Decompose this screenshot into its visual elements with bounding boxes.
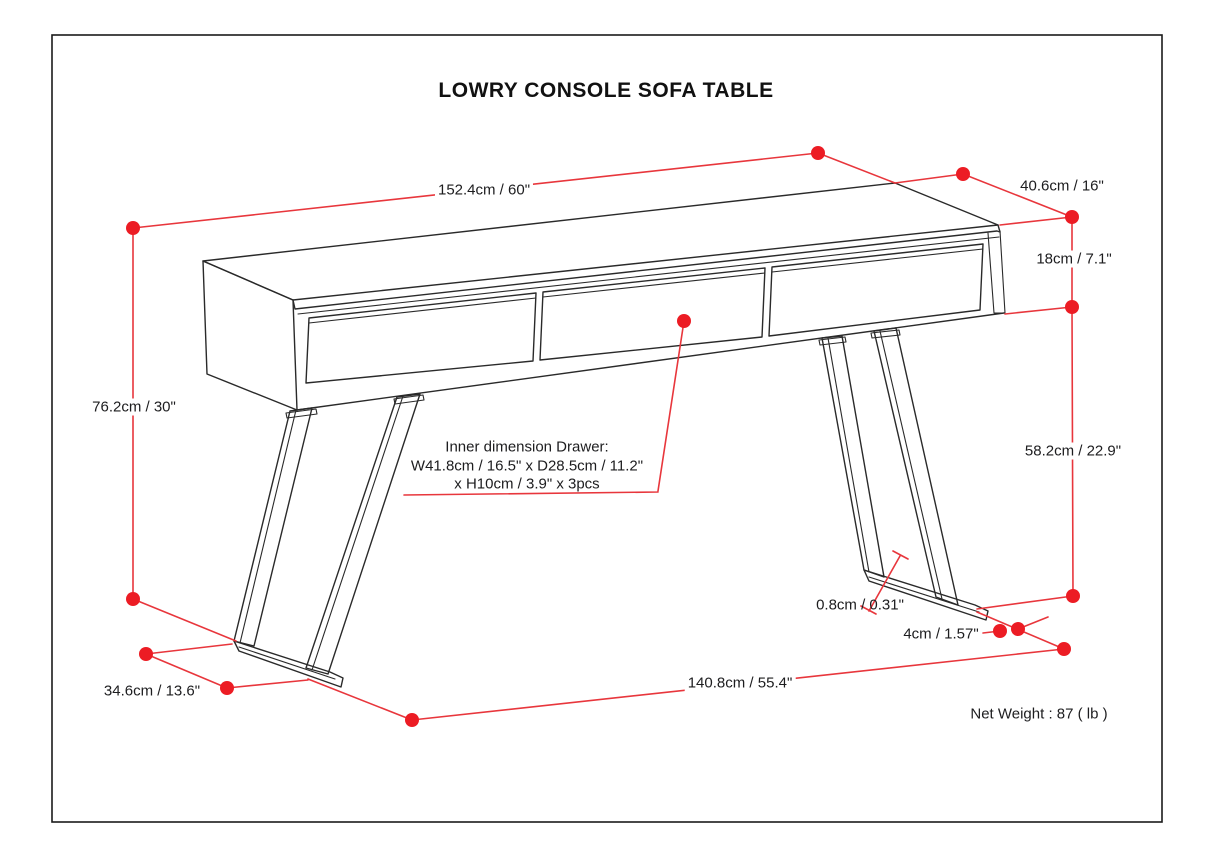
dim-label-leg-height: 58.2cm / 22.9" bbox=[1021, 442, 1125, 460]
right-rear-leg-inner-line bbox=[827, 337, 870, 573]
dimension-dot bbox=[1066, 589, 1080, 603]
dimension-dot bbox=[126, 221, 140, 235]
dimension-dot bbox=[1011, 622, 1025, 636]
drawer-pointer-dot bbox=[677, 314, 691, 328]
left-foot-runner bbox=[233, 640, 344, 688]
dimension-dot bbox=[993, 624, 1007, 638]
dimension-dot bbox=[1057, 642, 1071, 656]
right-rear-leg-bar bbox=[821, 335, 885, 578]
dim-label-base-width: 140.8cm / 55.4" bbox=[684, 674, 796, 692]
page-border bbox=[51, 34, 1163, 823]
drawer-top-reveals bbox=[308, 248, 984, 324]
apron-bottom-edge bbox=[296, 312, 1005, 411]
overall-height-leader bbox=[132, 598, 237, 642]
drawer-front-1 bbox=[305, 292, 537, 384]
dim-label-overall-height: 76.2cm / 30" bbox=[89, 398, 179, 416]
dim-label-apron-height: 18cm / 7.1" bbox=[1033, 250, 1115, 268]
apron-top-edge bbox=[297, 236, 1000, 315]
base-depth-dimension-lines bbox=[145, 643, 309, 689]
dim-label-top-depth: 40.6cm / 16" bbox=[1017, 177, 1107, 195]
dimension-dot bbox=[1065, 210, 1079, 224]
left-rear-leg-bar bbox=[233, 407, 313, 647]
left-front-leg-inner-line bbox=[311, 395, 404, 671]
dim-label-base-depth: 34.6cm / 13.6" bbox=[103, 682, 201, 700]
top-depth-leader bbox=[999, 216, 1073, 226]
dimension-dot bbox=[1065, 300, 1079, 314]
right-leg-mounting-plates bbox=[818, 329, 901, 346]
dimension-dot bbox=[126, 592, 140, 606]
drawer-note-line-2: W41.8cm / 16.5" x D28.5cm / 11.2" bbox=[410, 456, 644, 474]
dimension-dot bbox=[139, 647, 153, 661]
dim-label-top-width: 152.4cm / 60" bbox=[434, 181, 534, 199]
right-end-panel bbox=[987, 230, 1006, 314]
tabletop-top-face bbox=[202, 182, 999, 301]
right-foot-inner-line bbox=[868, 576, 980, 613]
base-width-left-leader bbox=[307, 678, 413, 721]
leg-height-leader bbox=[976, 595, 1074, 610]
left-leg-mounting-plates bbox=[285, 394, 425, 419]
dim-label-leg-width: 4cm / 1.57" bbox=[903, 625, 979, 643]
dim-label-leg-thickness: 0.8cm / 0.31" bbox=[816, 596, 904, 614]
dimension-points bbox=[126, 146, 1080, 727]
drawer-inner-dimension-note: Inner dimension Drawer: W41.8cm / 16.5" … bbox=[411, 438, 643, 494]
net-weight-label: Net Weight : 87 ( lb ) bbox=[970, 705, 1108, 723]
drawer-front-2 bbox=[539, 267, 766, 361]
right-front-leg-bar bbox=[873, 327, 959, 606]
dimension-dot bbox=[220, 681, 234, 695]
drawer-note-line-3: x H10cm / 3.9" x 3pcs bbox=[454, 475, 600, 493]
left-end-panel bbox=[202, 260, 298, 411]
right-front-leg-inner-line bbox=[879, 330, 943, 600]
dimension-dot bbox=[956, 167, 970, 181]
top-width-leader bbox=[817, 152, 896, 184]
page-title: LOWRY CONSOLE SOFA TABLE bbox=[438, 79, 774, 102]
leg-thickness-marker bbox=[860, 550, 909, 615]
drawer-note-pointer-line bbox=[403, 320, 685, 496]
left-front-leg-bar bbox=[305, 393, 421, 675]
tabletop-slab-edge bbox=[292, 224, 1001, 310]
apron-bottom-leader bbox=[1004, 306, 1073, 315]
drawer-front-3 bbox=[768, 243, 984, 337]
left-rear-leg-inner-line bbox=[239, 409, 297, 644]
left-foot-inner-line bbox=[238, 646, 336, 680]
dimension-dot bbox=[405, 713, 419, 727]
dimension-dot bbox=[811, 146, 825, 160]
top-depth-dimension-line bbox=[894, 173, 1073, 218]
drawer-note-line-1: Inner dimension Drawer: bbox=[445, 438, 609, 456]
